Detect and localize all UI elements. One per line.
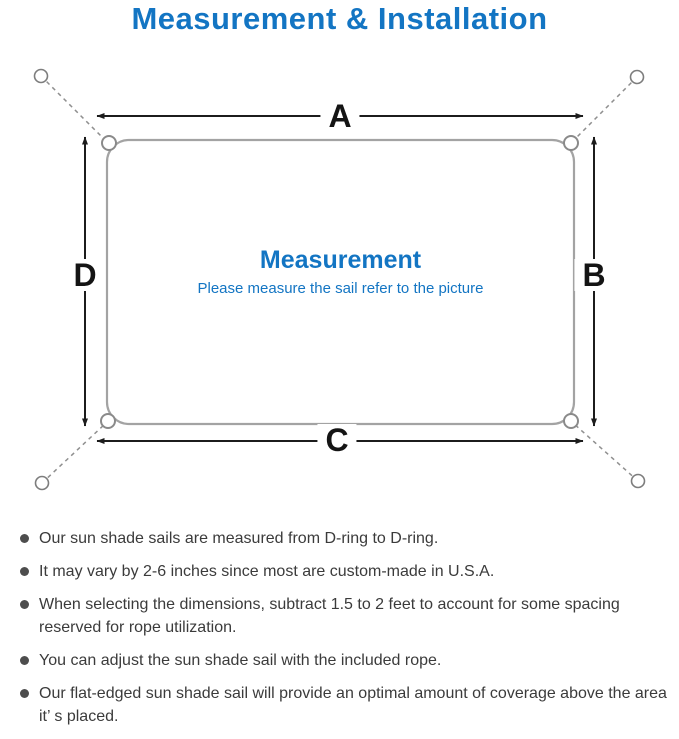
note-text: You can adjust the sun shade sail with t…	[39, 652, 442, 669]
bullet-icon	[20, 689, 29, 698]
dimension-label-c: C	[317, 424, 357, 456]
d-ring-icon-bottom-left	[100, 413, 116, 429]
bullet-icon	[20, 600, 29, 609]
bullet-icon	[20, 567, 29, 576]
dashed-rope-bottom-right	[572, 422, 639, 482]
note-text: When selecting the dimensions, subtract …	[39, 596, 620, 636]
dashed-rope-bottom-left	[41, 422, 107, 484]
list-item: You can adjust the sun shade sail with t…	[18, 649, 667, 672]
anchor-point-icon-top-right	[629, 69, 645, 85]
note-text: Our flat-edged sun shade sail will provi…	[39, 685, 667, 725]
diagram-center-subtitle: Please measure the sail refer to the pic…	[197, 280, 484, 297]
bullet-icon	[20, 656, 29, 665]
dashed-rope-top-right	[572, 76, 638, 142]
dimension-label-d: D	[65, 259, 105, 291]
anchor-point-icon-bottom-right	[630, 473, 646, 489]
anchor-point-icon-bottom-left	[34, 475, 50, 491]
note-text: Our sun shade sails are measured from D-…	[39, 530, 439, 547]
list-item: When selecting the dimensions, subtract …	[18, 593, 667, 639]
d-ring-icon-top-left	[101, 135, 117, 151]
list-item: It may vary by 2-6 inches since most are…	[18, 560, 667, 583]
d-ring-icon-top-right	[563, 135, 579, 151]
dimension-label-a: A	[320, 100, 360, 132]
notes-list: Our sun shade sails are measured from D-…	[18, 527, 667, 738]
dashed-rope-top-left	[40, 75, 107, 142]
anchor-point-icon-top-left	[33, 68, 49, 84]
list-item: Our flat-edged sun shade sail will provi…	[18, 682, 667, 728]
d-ring-icon-bottom-right	[563, 413, 579, 429]
list-item: Our sun shade sails are measured from D-…	[18, 527, 667, 550]
page-title: Measurement & Installation	[131, 1, 548, 36]
dimension-label-b: B	[574, 259, 614, 291]
bullet-icon	[20, 534, 29, 543]
note-text: It may vary by 2-6 inches since most are…	[39, 563, 495, 580]
measurement-diagram	[33, 68, 646, 491]
diagram-center-title: Measurement	[259, 246, 422, 274]
